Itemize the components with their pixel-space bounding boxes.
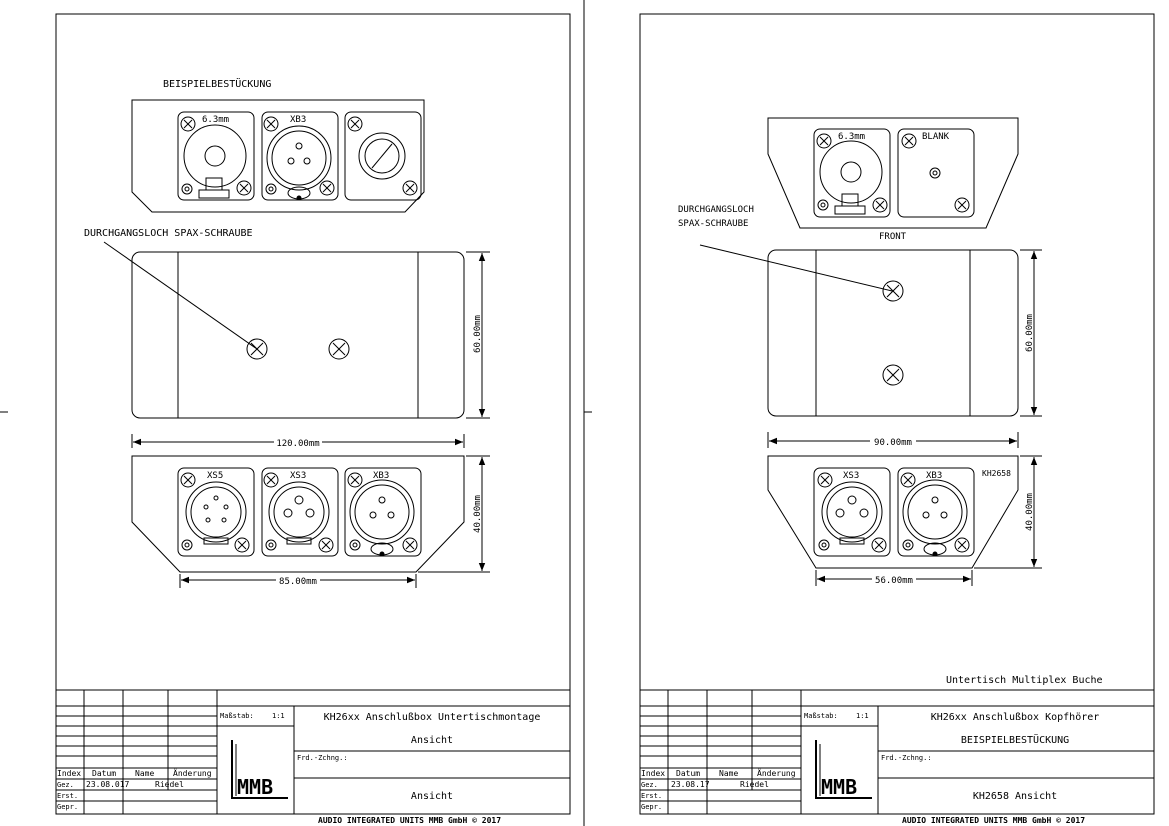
scale-value: 1:1 <box>272 712 285 720</box>
frd-label: Frd.-Zchng.: <box>881 754 932 762</box>
dim-depth: 40.00mm <box>473 495 483 533</box>
title-line2: Ansicht <box>411 735 453 746</box>
jack-label: 6.3mm <box>202 115 229 125</box>
col-index: Index <box>57 769 81 778</box>
dim-height: 60.00mm <box>473 315 483 353</box>
col-name: Name <box>135 769 154 778</box>
col-aenderung: Änderung <box>173 768 212 778</box>
front-panel: 6.3mm XB3 <box>131 99 425 213</box>
dim-width: 90.00mm <box>874 438 912 448</box>
callout-text: DURCHGANGSLOCH <box>678 205 754 215</box>
front-caption: FRONT <box>879 232 907 242</box>
callout-leader <box>103 241 258 350</box>
col-index: Index <box>641 769 665 778</box>
title-block: Maßstab: 1:1 KH26xx Anschlußbox Kopfhöre… <box>639 689 1155 815</box>
date: 23.08.017 <box>86 780 130 789</box>
xs5-label: XS5 <box>207 471 223 481</box>
title-line3: Ansicht <box>411 791 453 802</box>
callout-text: SPAX-SCHRAUBE <box>678 219 748 229</box>
dim-width: 120.00mm <box>276 439 319 449</box>
heading: BEISPIELBESTÜCKUNG <box>163 77 271 90</box>
model-label: KH2658 <box>982 469 1011 478</box>
col-aenderung: Änderung <box>757 768 796 778</box>
footer: AUDIO INTEGRATED UNITS MMB GmbH © 2017 <box>902 816 1085 825</box>
title-line3: KH2658 Ansicht <box>973 791 1057 802</box>
jack-label: 6.3mm <box>838 132 865 142</box>
front-panel: 6.3mm BLANK <box>767 117 1019 229</box>
dim-depth: 40.00mm <box>1025 493 1035 531</box>
blank-label: BLANK <box>922 132 950 142</box>
title-line2: BEISPIELBESTÜCKUNG <box>961 733 1069 746</box>
frd-label: Frd.-Zchng.: <box>297 754 348 762</box>
footer: AUDIO INTEGRATED UNITS MMB GmbH © 2017 <box>318 816 501 825</box>
logo-text: MMB <box>821 775 857 799</box>
mmb-logo: MMB <box>231 740 288 799</box>
note: Untertisch Multiplex Buche <box>946 675 1103 686</box>
sheet-right: 6.3mm BLANK FRONT DURCHGANGSLOCH SPAX-SC… <box>639 13 1155 825</box>
dim-base: 56.00mm <box>875 576 913 586</box>
callout-text: DURCHGANGSLOCH SPAX-SCHRAUBE <box>84 228 253 239</box>
row-gez: Gez. <box>57 781 74 789</box>
col-datum: Datum <box>676 769 700 778</box>
rear-panel: XS3 XB3 KH2658 <box>767 455 1019 569</box>
sheet-left: BEISPIELBESTÜCKUNG 6.3mm XB3 <box>55 13 571 825</box>
dim-height: 60.00mm <box>1025 314 1035 352</box>
drawn-by: Riedel <box>740 780 769 789</box>
sheet-frame <box>639 13 1155 815</box>
title-line1: KH26xx Anschlußbox Kopfhörer <box>931 712 1100 723</box>
title-line1: KH26xx Anschlußbox Untertischmontage <box>324 712 541 723</box>
row-gez: Gez. <box>641 781 658 789</box>
logo-text: MMB <box>237 775 273 799</box>
xs3-label: XS3 <box>290 471 306 481</box>
row-erst: Erst. <box>57 792 78 800</box>
rear-panel: XS5 XS3 XB3 <box>131 455 465 573</box>
dim-base: 85.00mm <box>279 577 317 587</box>
row-erst: Erst. <box>641 792 662 800</box>
callout-leader <box>699 244 893 292</box>
xs3-label: XS3 <box>843 471 859 481</box>
col-datum: Datum <box>92 769 116 778</box>
xb3-rear-label: XB3 <box>373 471 389 481</box>
row-gepr: Gepr. <box>641 803 662 811</box>
top-view <box>131 251 465 419</box>
xb3-label: XB3 <box>926 471 942 481</box>
scale-label: Maßstab: <box>804 712 838 720</box>
date: 23.08.17 <box>671 780 710 789</box>
scale-label: Maßstab: <box>220 712 254 720</box>
xb3-label: XB3 <box>290 115 306 125</box>
row-gepr: Gepr. <box>57 803 78 811</box>
top-view <box>767 249 1019 417</box>
title-block: Maßstab: 1:1 KH26xx Anschlußbox Untertis… <box>55 689 571 815</box>
scale-value: 1:1 <box>856 712 869 720</box>
mmb-logo: MMB <box>815 740 872 799</box>
drawn-by: Riedel <box>155 780 184 789</box>
col-name: Name <box>719 769 738 778</box>
